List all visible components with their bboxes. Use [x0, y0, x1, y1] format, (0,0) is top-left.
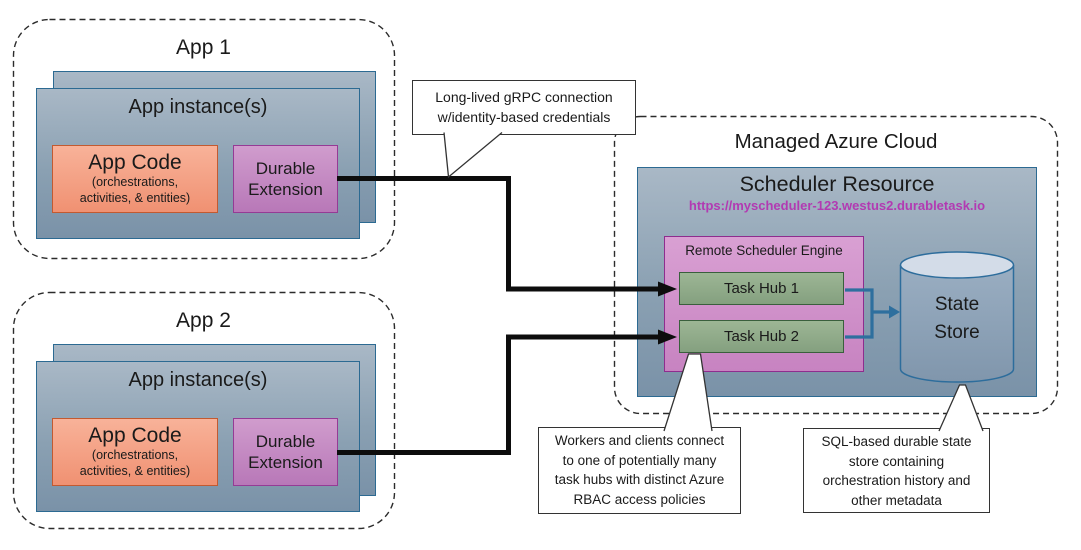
app2-durable-extension-label: Durable Extension: [248, 432, 323, 472]
app1-title: App 1: [176, 36, 231, 59]
workers-callout-line4: RBAC access policies: [573, 491, 706, 507]
app1-app-code-title: App Code: [88, 151, 182, 174]
workers-callout-line3: task hubs with distinct Azure: [554, 472, 725, 487]
app2-app-code-title: App Code: [88, 424, 182, 447]
workers-callout-line2: to one of potentially many: [562, 452, 717, 468]
sql-callout-line3: orchestration history and: [822, 473, 971, 488]
grpc-callout-line2: w/identity-based credentials: [437, 109, 611, 125]
app1-instances-label: App instance(s): [128, 96, 268, 118]
grpc-callout: Long-lived gRPC connection w/identity-ba…: [412, 80, 636, 135]
app1-app-code-box: App Code (orchestrations, activities, & …: [52, 145, 218, 213]
remote-scheduler-engine-title: Remote Scheduler Engine: [685, 243, 843, 258]
app2-app-code-subtitle-2: activities, & entities): [79, 463, 191, 478]
task-hub-2-label: Task Hub 2: [723, 328, 800, 345]
app1-to-taskhub1-arrow-line: [337, 176, 660, 292]
app2-app-code-box: App Code (orchestrations, activities, & …: [52, 418, 218, 486]
sql-callout-line2: store containing: [848, 453, 945, 469]
task-hub-1-label: Task Hub 1: [723, 280, 800, 297]
state-store-label: State Store: [898, 291, 1016, 347]
app1-durable-extension-label: Durable Extension: [248, 159, 323, 199]
app1-app-code-subtitle-2: activities, & entities): [79, 190, 191, 205]
state-store-label-line2: Store: [934, 322, 980, 343]
state-store-label-line1: State: [934, 294, 980, 315]
grpc-callout-line1: Long-lived gRPC connection: [435, 88, 613, 105]
app1-app-code-subtitle-1: (orchestrations,: [91, 175, 179, 189]
app2-title: App 2: [176, 309, 231, 332]
workers-callout: Workers and clients connect to one of po…: [538, 427, 741, 514]
sql-callout-line4: other metadata: [851, 492, 942, 508]
scheduler-url: https://myscheduler-123.westus2.durablet…: [688, 198, 986, 213]
workers-callout-line1: Workers and clients connect: [554, 433, 725, 448]
scheduler-resource-title: Scheduler Resource: [739, 172, 935, 196]
grpc-callout-tail: [443, 132, 503, 179]
app2-app-code-subtitle-1: (orchestrations,: [91, 448, 179, 462]
cloud-title: Managed Azure Cloud: [734, 130, 938, 153]
task-hub-2-box: Task Hub 2: [679, 320, 844, 353]
app2-durable-extension-box: Durable Extension: [233, 418, 338, 486]
sql-callout: SQL-based durable state store containing…: [803, 428, 990, 513]
app2-instances-label: App instance(s): [128, 369, 268, 391]
task-hub-1-box: Task Hub 1: [679, 272, 844, 305]
app1-durable-extension-box: Durable Extension: [233, 145, 338, 213]
sql-callout-line1: SQL-based durable state: [821, 434, 972, 449]
